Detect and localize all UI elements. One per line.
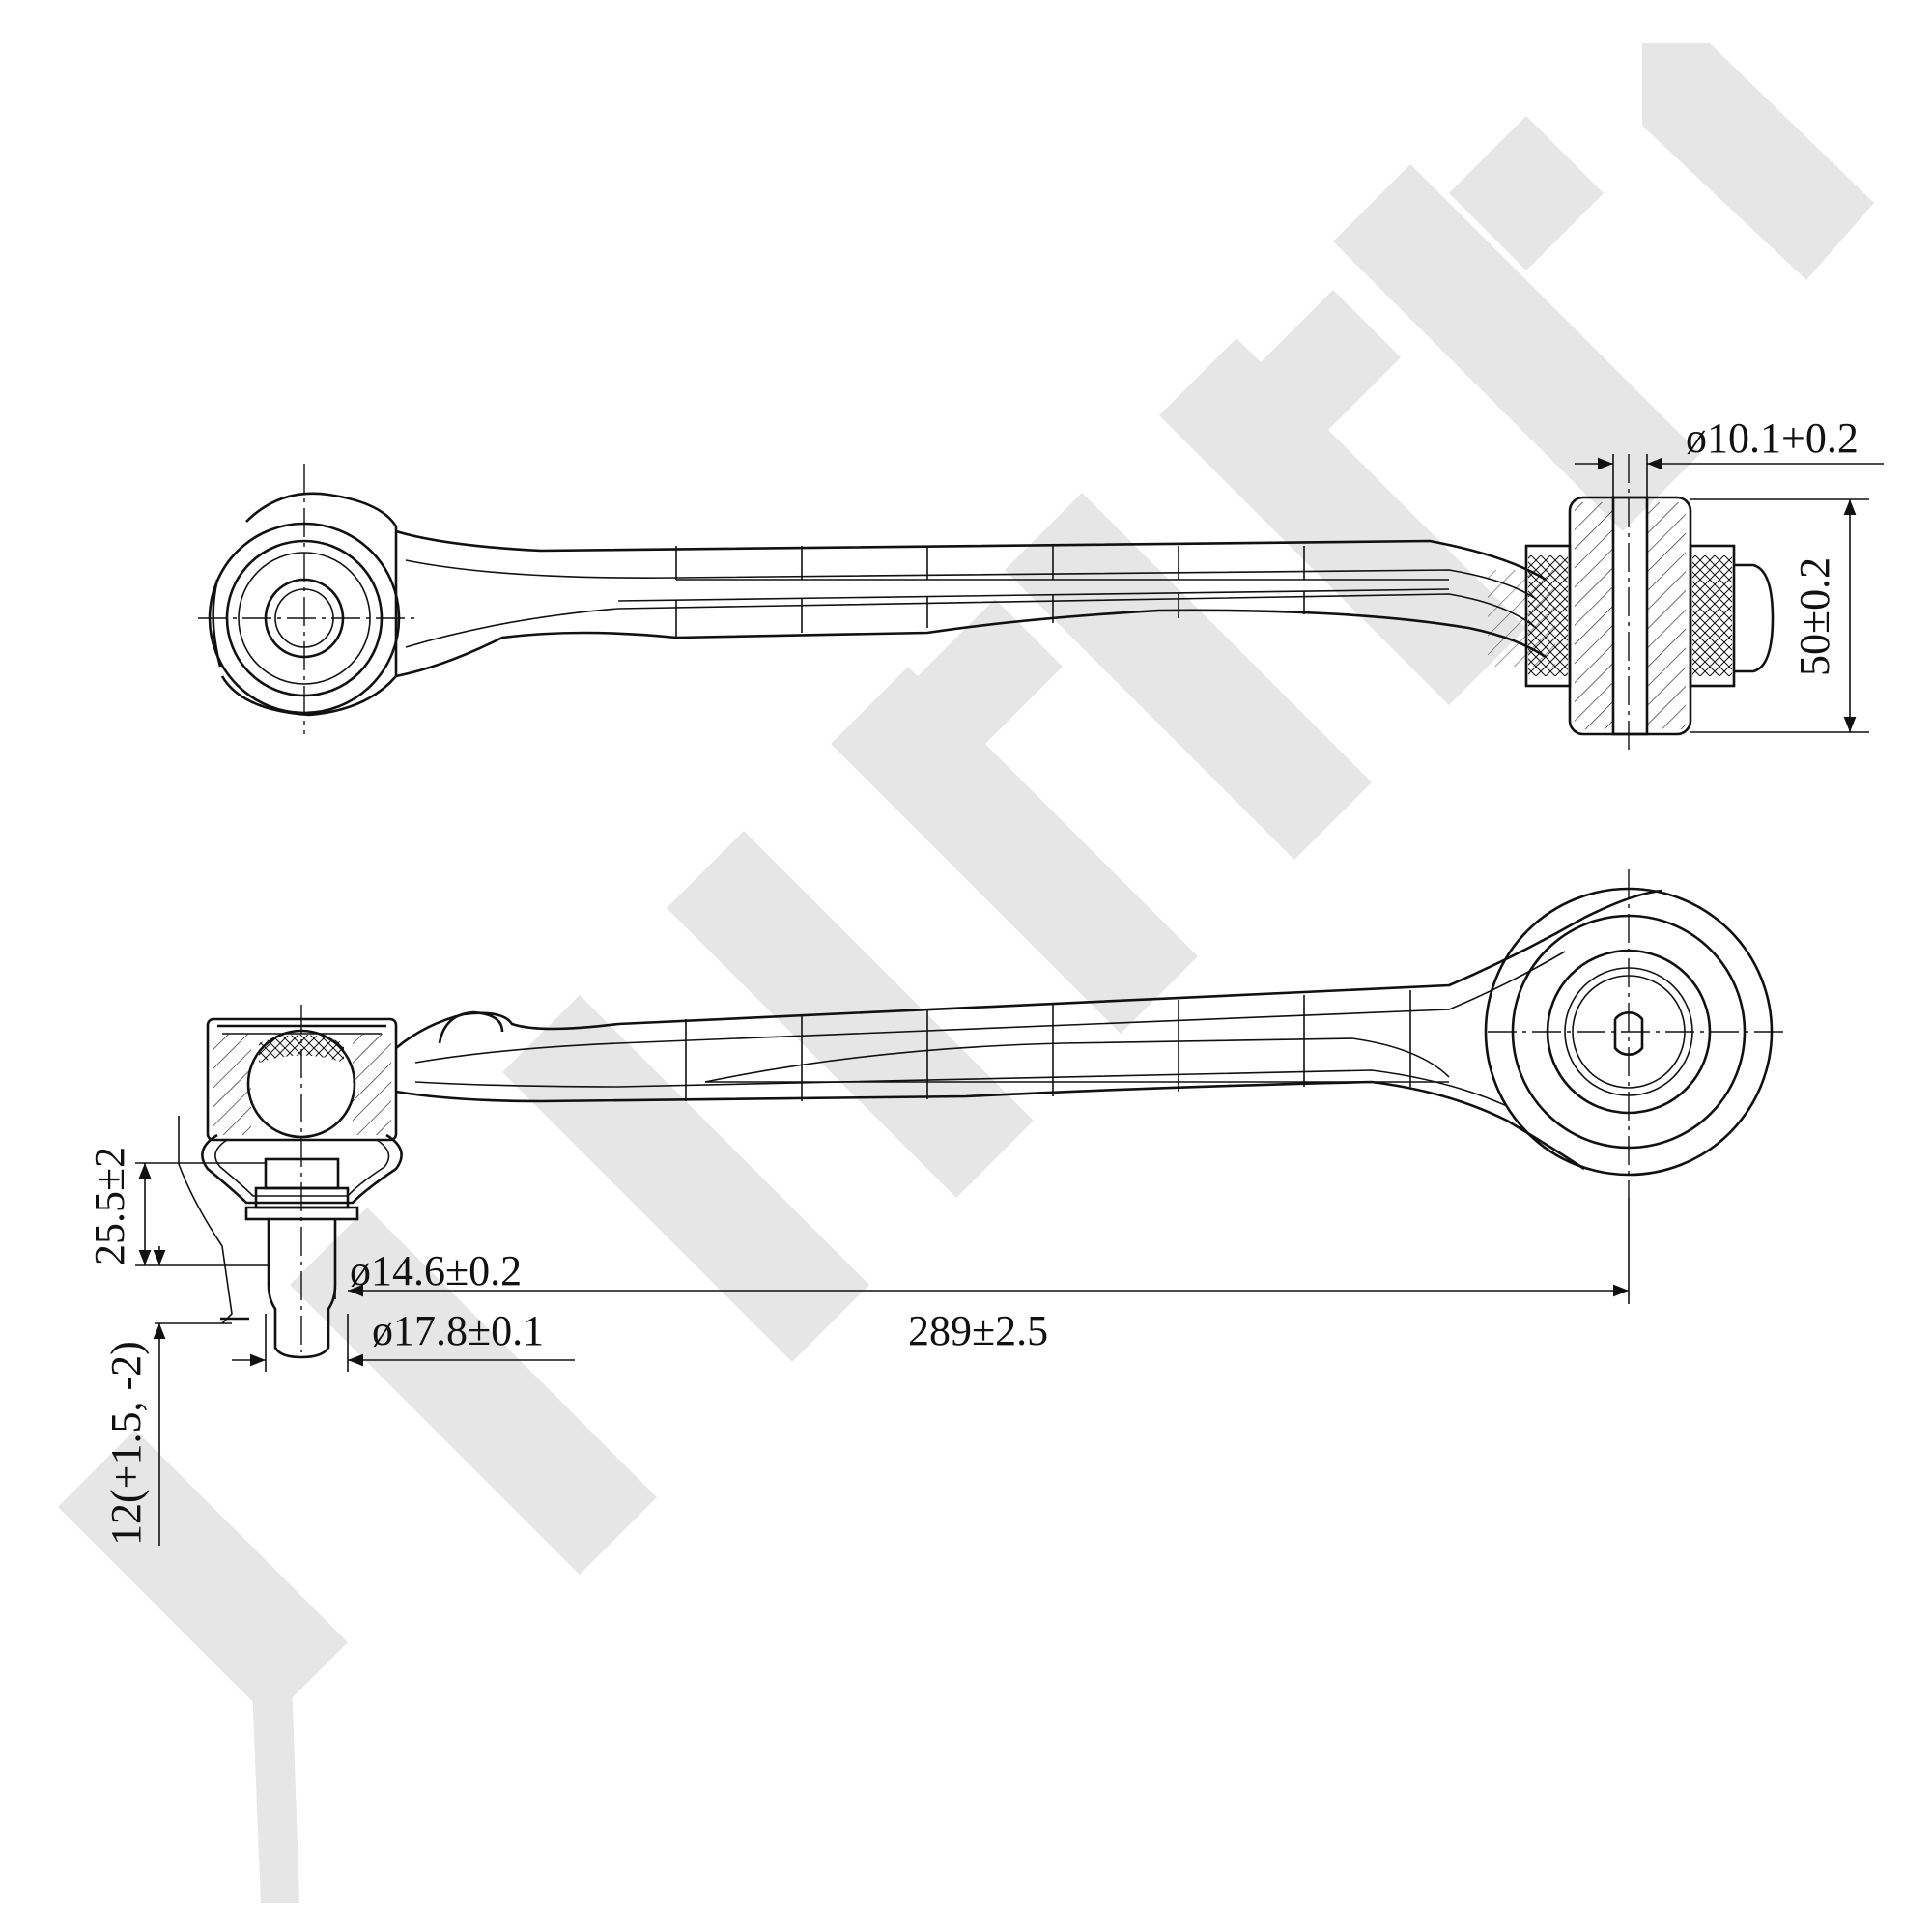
dimension-stud-length: 12(+1.5, -2) (102, 1246, 232, 1546)
top-view-bushing (1524, 454, 1775, 753)
stud-diameter-small-label: ø14.6±0.2 (350, 1247, 522, 1294)
stud-diameter-large-label: ø17.8±0.1 (372, 1307, 544, 1354)
dimension-center-distance: 289±2.5 (348, 1198, 1630, 1354)
dimension-stud-diameter-large: ø17.8±0.1 (232, 1307, 575, 1372)
stud-length-label: 12(+1.5, -2) (102, 1341, 150, 1546)
ball-height-label: 25.5±2 (86, 1147, 133, 1265)
dimension-bore-diameter: ø10.1+0.2 (1575, 414, 1884, 497)
ball-joint (178, 1005, 403, 1359)
side-view-arm (395, 869, 1787, 1198)
bore-diameter-label: ø10.1+0.2 (1686, 414, 1859, 462)
center-distance-label: 289±2.5 (908, 1307, 1048, 1354)
bushing-width-label: 50±0.2 (1791, 557, 1838, 676)
dimension-ball-height: 25.5±2 (86, 1147, 270, 1266)
dimension-bushing-width: 50±0.2 (1690, 498, 1869, 733)
